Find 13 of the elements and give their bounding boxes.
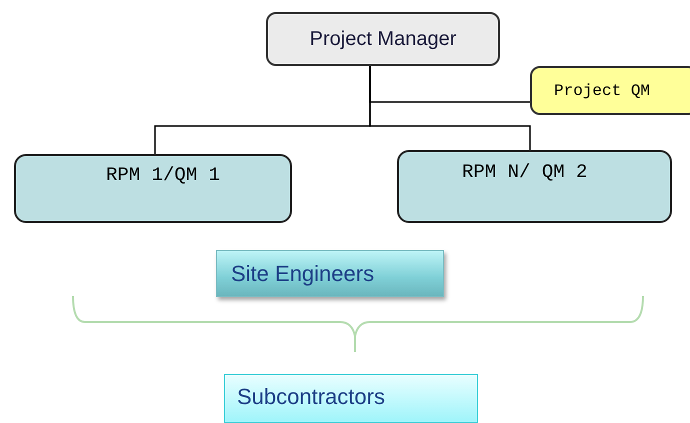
role-label: Site Engineers [231,260,374,286]
role-label: Project Manager [310,28,456,50]
role-label: RPM 1/QM 1 [106,164,220,186]
connector-line [369,66,531,150]
role-label: Project QM [554,82,650,100]
role-box [224,374,478,423]
role-box [397,150,672,223]
role-label: Subcontractors [237,384,385,410]
role-box [530,66,690,115]
role-box [216,250,444,297]
role-label: RPM N/ QM 2 [462,160,588,182]
role-box [14,154,292,223]
role-box [266,12,500,66]
